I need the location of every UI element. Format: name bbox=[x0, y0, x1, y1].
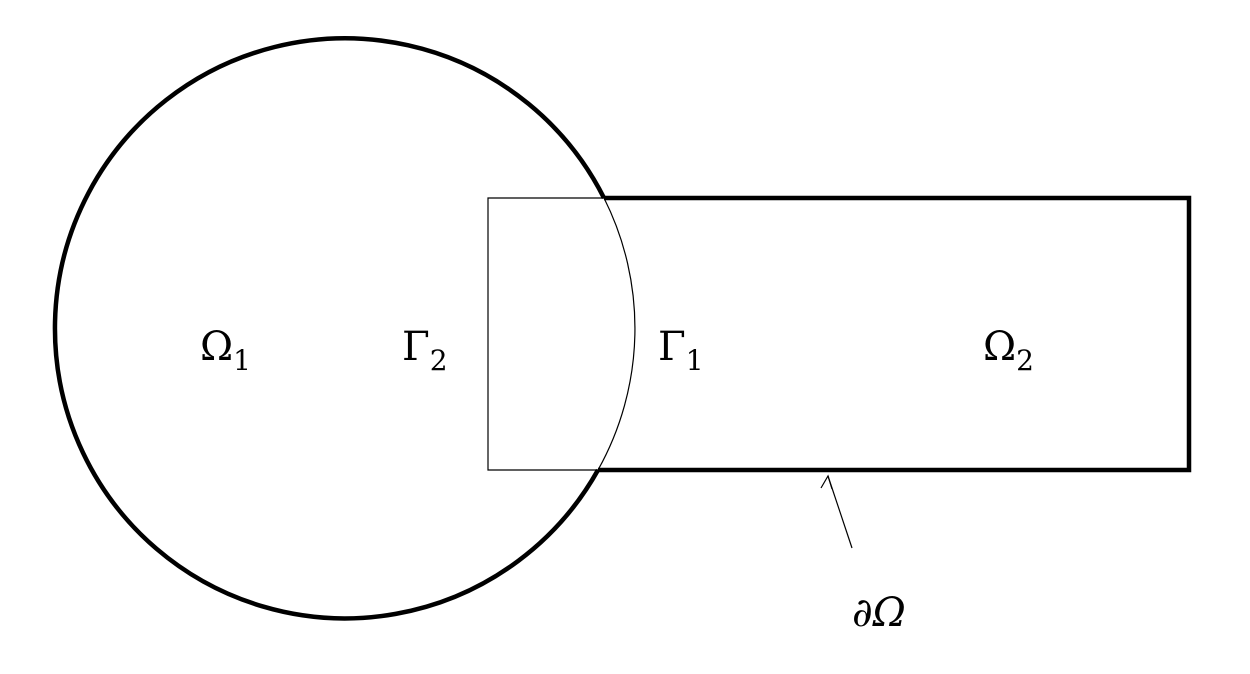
label-omega-2: Ω2 bbox=[983, 324, 1034, 377]
label-gamma-1: Γ1 bbox=[658, 324, 704, 377]
circle-outer-boundary bbox=[52, 36, 607, 621]
label-boundary: ∂Ω bbox=[852, 590, 906, 636]
label-gamma-2: Γ2 bbox=[402, 324, 448, 377]
boundary-arrow bbox=[820, 474, 853, 549]
circle-inner-arc bbox=[597, 197, 636, 471]
label-omega-1: Ω1 bbox=[200, 324, 251, 377]
overlap-square-outline bbox=[487, 197, 604, 471]
rectangle-outer-boundary bbox=[598, 195, 1192, 473]
